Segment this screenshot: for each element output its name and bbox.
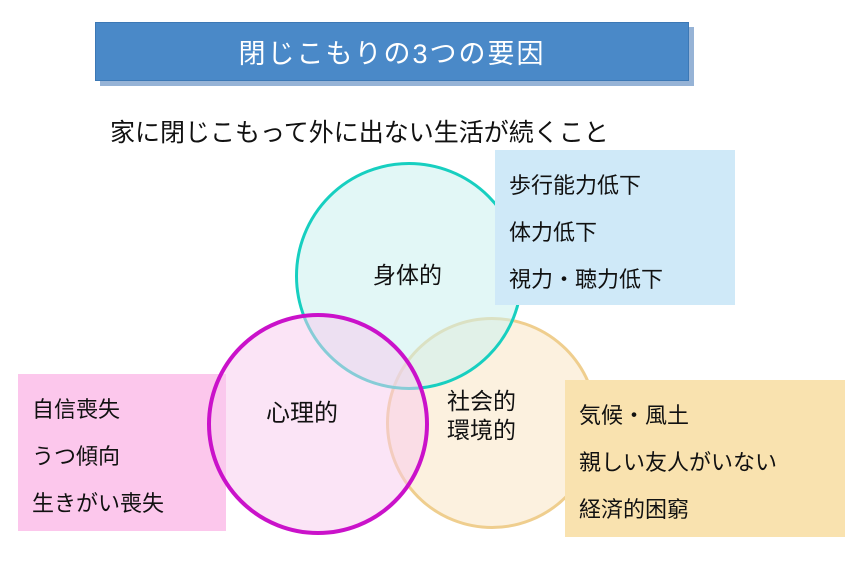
label-psychological: 心理的 xyxy=(266,400,338,427)
callout-social: 気候・風土 親しい友人がいない 経済的困窮 xyxy=(565,380,845,537)
callout-item: 経済的困窮 xyxy=(579,497,690,522)
callout-item: 体力低下 xyxy=(509,220,598,245)
label-social: 社会的 環境的 xyxy=(447,387,516,445)
callout-psychological: 自信喪失 うつ傾向 生きがい喪失 xyxy=(18,374,226,531)
title-banner: 閉じこもりの3つの要因 xyxy=(95,22,689,81)
callout-item: 生きがい喪失 xyxy=(32,491,165,516)
callout-physical: 歩行能力低下 体力低下 視力・聴力低下 xyxy=(495,150,735,305)
callout-item: うつ傾向 xyxy=(32,444,121,469)
callout-item: 視力・聴力低下 xyxy=(509,267,664,292)
circle-psychological xyxy=(207,313,429,535)
subtitle: 家に閉じこもって外に出ない生活が続くこと xyxy=(110,119,609,147)
callout-item: 歩行能力低下 xyxy=(509,173,642,198)
label-social-line2: 環境的 xyxy=(447,416,516,443)
callout-item: 親しい友人がいない xyxy=(579,450,778,475)
callout-item: 自信喪失 xyxy=(32,397,121,422)
label-physical: 身体的 xyxy=(373,262,442,288)
callout-item: 気候・風土 xyxy=(579,403,690,428)
page-title: 閉じこもりの3つの要因 xyxy=(238,39,546,69)
label-social-line1: 社会的 xyxy=(447,388,516,414)
